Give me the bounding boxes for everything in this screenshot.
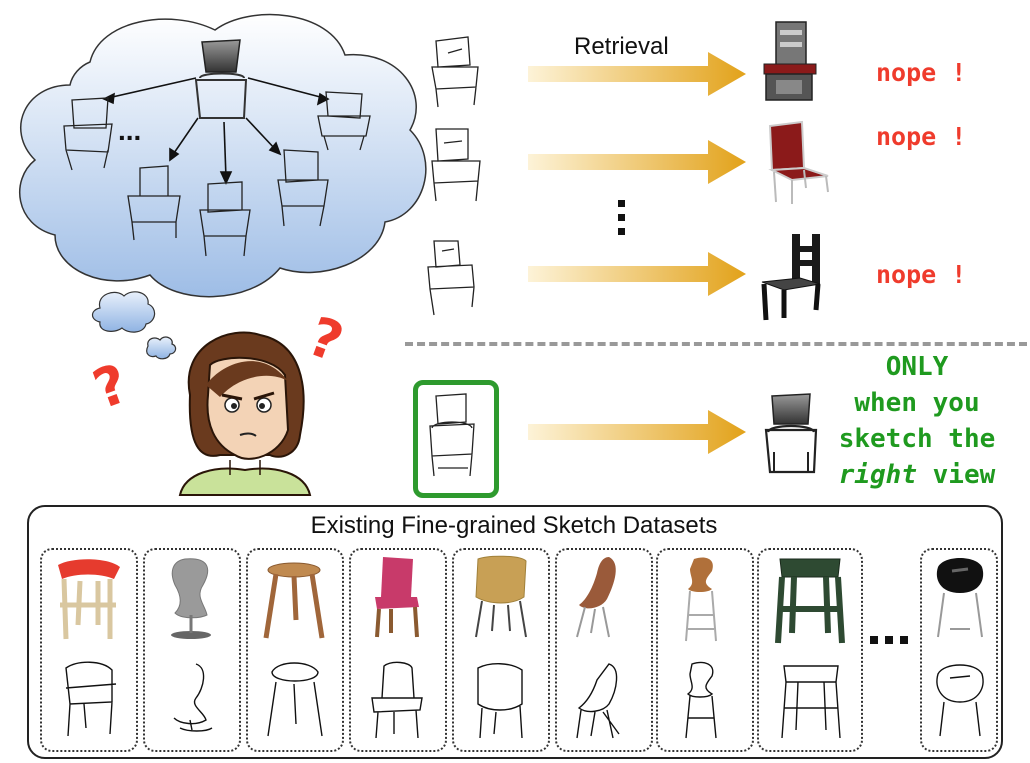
retrieval-arrow-3	[528, 252, 746, 296]
retrieval-arrow-2	[528, 140, 746, 184]
dataset-sketch-9	[936, 664, 984, 737]
retrieval-arrow-1	[528, 52, 746, 96]
dataset-photo-chair-8	[775, 558, 845, 644]
center-3d-chair-icon	[194, 39, 248, 119]
nope-label-2: nope !	[876, 122, 967, 151]
retrieved-chair-red-fabric-icon	[768, 120, 829, 204]
dataset-sketch-2	[173, 663, 213, 732]
thought-bubble-small	[91, 291, 177, 360]
only-line-1: ONLY	[885, 352, 949, 382]
thinking-woman-avatar	[178, 331, 312, 496]
svg-text:...: ...	[118, 115, 141, 146]
query-sketch-1	[431, 36, 479, 108]
dataset-sketch-1	[65, 661, 117, 737]
nope-label-3: nope !	[876, 260, 967, 289]
dataset-photo-chair-9	[936, 558, 984, 638]
only-right-view-label: ONLY when you sketch the right view	[822, 349, 1012, 493]
dataset-sketch-6	[576, 663, 620, 739]
dataset-card-5	[452, 548, 550, 752]
correct-view-sketch	[429, 393, 475, 477]
retrieval-label: Retrieval	[574, 33, 669, 60]
only-line-2: when you	[854, 388, 980, 418]
correct-view-sketch-box	[413, 380, 499, 498]
dataset-sketch-3	[267, 662, 323, 737]
only-line-3: sketch the	[838, 424, 996, 454]
dashed-separator	[405, 342, 1027, 346]
dataset-card-1	[40, 548, 138, 752]
vertical-ellipsis-icon	[618, 200, 625, 235]
only-line-4-em: right	[838, 460, 917, 490]
query-sketch-3	[427, 240, 475, 316]
thought-cloud: ...	[19, 13, 427, 298]
retrieved-chair-grey-box-icon	[763, 21, 817, 101]
dataset-photo-chair-4	[375, 557, 419, 638]
dataset-photo-chair-2	[171, 558, 211, 639]
dataset-photo-chair-6	[576, 557, 616, 638]
retrieved-chair-black-wooden-icon	[761, 234, 821, 321]
cloud-sketch-chairs	[63, 91, 371, 257]
dataset-sketch-4	[371, 661, 423, 739]
dataset-photo-chair-1	[58, 559, 120, 640]
dataset-sketch-5	[477, 663, 523, 739]
query-sketch-2	[431, 128, 481, 202]
retrieved-chair-correct-icon	[764, 393, 818, 474]
dataset-card-8	[757, 548, 863, 752]
dataset-sketch-8	[781, 665, 841, 739]
dataset-sketch-7	[685, 661, 717, 739]
dataset-photo-chair-7	[685, 557, 717, 642]
only-line-4-rest: view	[917, 460, 996, 490]
dataset-photo-chair-3	[263, 562, 325, 639]
horizontal-ellipsis-icon	[870, 636, 908, 644]
dataset-photo-chair-5	[475, 555, 527, 638]
retrieval-arrow-4	[528, 410, 746, 454]
only-line-4: right view	[822, 457, 1012, 493]
dataset-panel-title: Existing Fine-grained Sketch Datasets	[310, 512, 718, 539]
nope-label-1: nope !	[876, 58, 967, 87]
